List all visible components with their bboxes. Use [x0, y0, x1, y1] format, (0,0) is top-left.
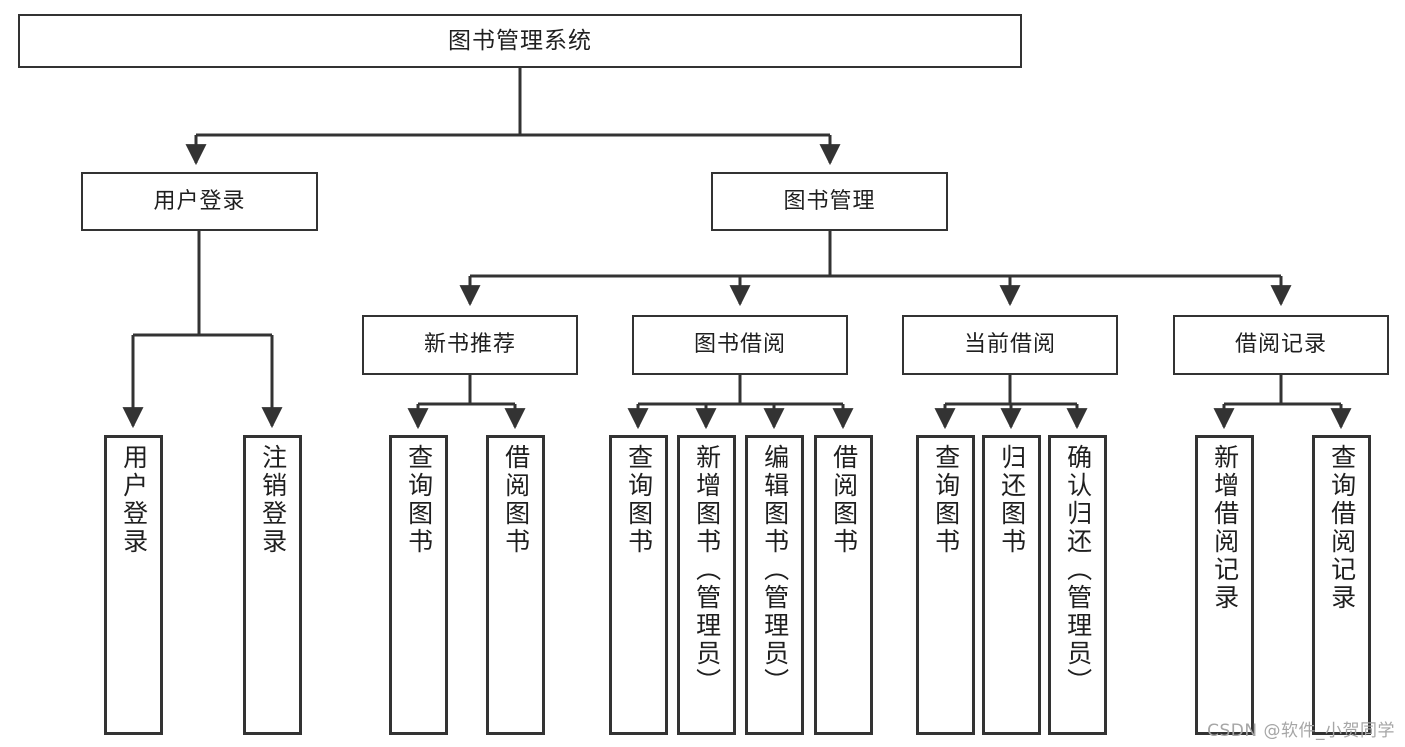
leaf-borrowrecord-query-record[interactable]: 查询借阅记录 — [1312, 435, 1371, 735]
leaf-user-login-signin[interactable]: 用户登录 — [104, 435, 163, 735]
leaf-bookborrow-add-book-label: 新增图书（管理员） — [692, 444, 722, 696]
leaf-bookborrow-borrow-book-label: 借阅图书 — [829, 444, 859, 556]
leaf-bookborrow-edit-book[interactable]: 编辑图书（管理员） — [745, 435, 804, 735]
leaf-newbook-borrow-book[interactable]: 借阅图书 — [486, 435, 545, 735]
node-borrow-record-label: 借阅记录 — [1234, 332, 1327, 358]
leaf-currentborrow-return-book-label: 归还图书 — [997, 444, 1027, 556]
node-user-login[interactable]: 用户登录 — [81, 172, 318, 231]
leaf-currentborrow-query-book-label: 查询图书 — [931, 444, 961, 556]
leaf-bookborrow-borrow-book[interactable]: 借阅图书 — [814, 435, 873, 735]
node-root-label: 图书管理系统 — [448, 27, 592, 54]
node-book-management-label: 图书管理 — [783, 188, 876, 214]
leaf-newbook-query-book-label: 查询图书 — [404, 444, 434, 556]
leaf-bookborrow-query-book-label: 查询图书 — [624, 444, 654, 556]
node-borrow-record[interactable]: 借阅记录 — [1173, 315, 1389, 375]
node-user-login-label: 用户登录 — [153, 188, 246, 214]
leaf-newbook-borrow-book-label: 借阅图书 — [501, 444, 531, 556]
node-current-borrow-label: 当前借阅 — [963, 332, 1056, 358]
leaf-bookborrow-query-book[interactable]: 查询图书 — [609, 435, 668, 735]
node-root-system[interactable]: 图书管理系统 — [18, 14, 1022, 68]
leaf-bookborrow-edit-book-label: 编辑图书（管理员） — [760, 444, 790, 696]
leaf-newbook-query-book[interactable]: 查询图书 — [389, 435, 448, 735]
node-book-management[interactable]: 图书管理 — [711, 172, 948, 231]
leaf-currentborrow-return-book[interactable]: 归还图书 — [982, 435, 1041, 735]
node-current-borrow[interactable]: 当前借阅 — [902, 315, 1118, 375]
leaf-bookborrow-add-book[interactable]: 新增图书（管理员） — [677, 435, 736, 735]
leaf-currentborrow-confirm-return[interactable]: 确认归还（管理员） — [1048, 435, 1107, 735]
leaf-borrowrecord-query-record-label: 查询借阅记录 — [1327, 444, 1357, 612]
leaf-user-login-signout-label: 注销登录 — [258, 444, 288, 556]
node-new-book-recommend-label: 新书推荐 — [423, 332, 516, 358]
leaf-currentborrow-confirm-return-label: 确认归还（管理员） — [1063, 444, 1093, 696]
leaf-borrowrecord-add-record-label: 新增借阅记录 — [1210, 444, 1240, 612]
leaf-user-login-signout[interactable]: 注销登录 — [243, 435, 302, 735]
node-book-borrow[interactable]: 图书借阅 — [632, 315, 848, 375]
leaf-currentborrow-query-book[interactable]: 查询图书 — [916, 435, 975, 735]
node-book-borrow-label: 图书借阅 — [693, 332, 786, 358]
leaf-borrowrecord-add-record[interactable]: 新增借阅记录 — [1195, 435, 1254, 735]
leaf-user-login-signin-label: 用户登录 — [119, 444, 149, 556]
node-new-book-recommend[interactable]: 新书推荐 — [362, 315, 578, 375]
